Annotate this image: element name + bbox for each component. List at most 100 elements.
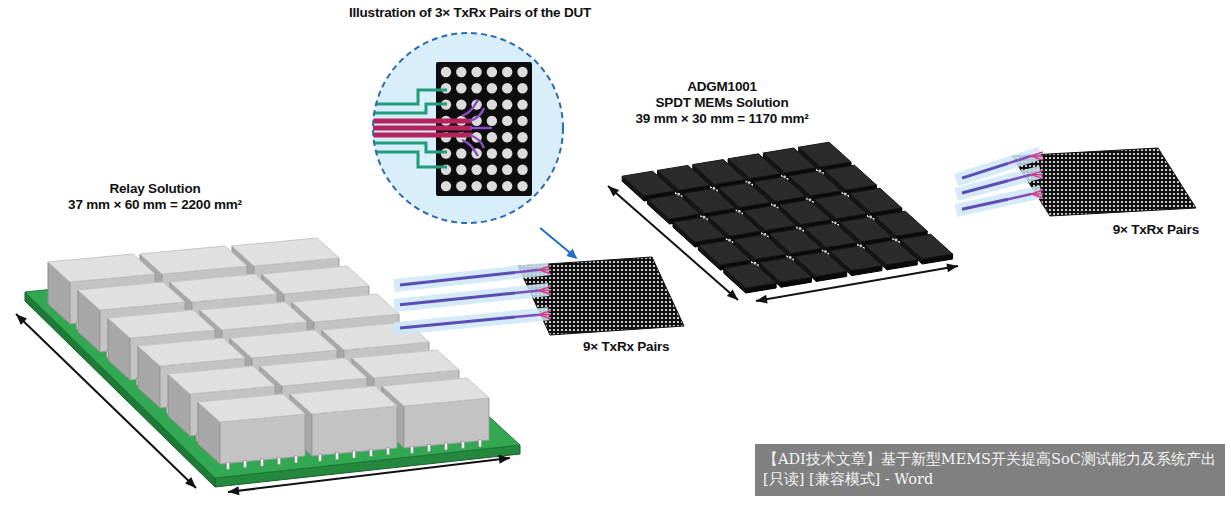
trace-connector xyxy=(962,181,1008,193)
trace-fanout xyxy=(1031,194,1043,198)
node-heading: 9× TxRx Pairs xyxy=(583,339,669,355)
dut-ball xyxy=(517,148,527,158)
node-heading: 9× TxRx Pairs xyxy=(1004,222,1199,238)
chip-gap-dot xyxy=(763,233,766,236)
watermark-text: 【ADI技术文章】基于新型MEMS开关提高SoC测试能力及系统产出 [只读] [… xyxy=(763,449,1217,489)
relay-front xyxy=(404,398,489,448)
trace-band xyxy=(394,314,549,329)
relay-top xyxy=(382,378,489,406)
dut-ball xyxy=(456,181,466,191)
relay-top xyxy=(140,246,247,274)
dut-ball xyxy=(456,148,466,158)
dimension-arrowhead xyxy=(727,289,738,300)
dut-ball xyxy=(471,165,481,175)
trace-fanout xyxy=(539,315,551,319)
dimension-arrowhead xyxy=(228,486,240,495)
dut-ball xyxy=(456,165,466,175)
relay-front xyxy=(220,414,305,464)
dimension-line xyxy=(756,266,958,301)
dut-ball xyxy=(502,99,512,109)
dut-ball xyxy=(487,83,497,93)
trace-stub xyxy=(1008,156,1031,163)
trace-connector xyxy=(962,199,1008,209)
dut-ball xyxy=(456,83,466,93)
relay-top xyxy=(78,282,185,310)
dut-ball xyxy=(471,181,481,191)
dut-ball xyxy=(502,67,512,77)
chip-gap-dot xyxy=(834,221,837,224)
dut-ball xyxy=(471,67,481,77)
dut-ball xyxy=(502,116,512,126)
dimension-line xyxy=(228,458,510,492)
trace-fanout xyxy=(539,291,551,295)
dut-ball xyxy=(441,67,451,77)
chip-top xyxy=(673,217,725,242)
watermark-box: 【ADI技术文章】基于新型MEMS开关提高SoC测试能力及系统产出 [只读] [… xyxy=(755,444,1225,496)
magnifier-border xyxy=(373,33,563,223)
relay-top xyxy=(48,254,155,282)
relay-pin xyxy=(227,462,230,469)
dut-ball xyxy=(441,83,451,93)
trace-stub xyxy=(515,315,539,317)
chip-gap-dot xyxy=(895,239,898,242)
trace-band xyxy=(956,153,1040,180)
trace-fanout xyxy=(539,270,551,274)
chip-gap-dot xyxy=(869,216,872,219)
relay-top xyxy=(200,302,307,330)
green-trace xyxy=(360,90,447,104)
dut-ball xyxy=(502,181,512,191)
node-text: SPDT MEMs Solution xyxy=(612,95,832,111)
chip-gap-dot xyxy=(703,216,706,219)
relay-pin xyxy=(462,441,465,448)
chip-gap-dot xyxy=(824,250,827,253)
trace-band xyxy=(394,269,549,286)
chip-gap-dot xyxy=(713,187,716,190)
relay-pin xyxy=(319,454,322,461)
green-trace xyxy=(360,152,447,167)
trace-fanout xyxy=(1031,171,1043,175)
pink-trace xyxy=(360,119,472,124)
node-text: 37 mm × 60 mm = 2200 mm² xyxy=(25,197,285,213)
trace-bands xyxy=(394,153,1041,329)
relay-pin xyxy=(387,448,390,455)
trace-fanout xyxy=(539,266,551,270)
dut-ball xyxy=(517,67,527,77)
pink-trace xyxy=(360,126,472,131)
relay-top xyxy=(138,338,245,366)
chip-top xyxy=(648,194,700,219)
relay-pin xyxy=(479,440,482,447)
chip-top xyxy=(698,240,750,265)
chip-gap-dot xyxy=(859,244,862,247)
mems-solution: ADGM1001SPDT MEMs Solution39 mm × 30 mm … xyxy=(612,76,962,298)
relay-top xyxy=(290,386,397,414)
relay-top xyxy=(292,294,399,322)
trace-connector xyxy=(400,317,515,328)
dut-patch xyxy=(1012,148,1196,216)
relay-pin xyxy=(370,449,373,456)
relay-top xyxy=(260,358,367,386)
magnifier xyxy=(360,33,563,223)
trace-fanout xyxy=(1031,152,1043,156)
chip-gap-dot xyxy=(738,210,741,213)
dut-ball xyxy=(487,165,497,175)
chip-gap-dot xyxy=(677,193,680,196)
relay-top xyxy=(170,274,277,302)
relay-top xyxy=(108,310,215,338)
dut-ball xyxy=(487,181,497,191)
relay-solution: Relay Solution37 mm × 60 mm = 2200 mm² xyxy=(25,178,400,480)
chip-gap-dot xyxy=(773,204,776,207)
chip-gap-dot xyxy=(789,256,792,259)
chip-top xyxy=(724,263,776,288)
relay-top xyxy=(230,330,337,358)
trace-connector xyxy=(962,163,1008,178)
chip-gap-dot xyxy=(748,181,751,184)
dut-ball xyxy=(502,165,512,175)
dut-ball xyxy=(517,99,527,109)
purple-trace xyxy=(462,135,484,156)
green-trace xyxy=(360,104,447,113)
dut-right: 9× TxRx Pairs xyxy=(1008,148,1203,240)
dimension-arrowhead xyxy=(16,314,27,325)
dut-ball xyxy=(456,99,466,109)
trace-fanout xyxy=(539,311,551,315)
